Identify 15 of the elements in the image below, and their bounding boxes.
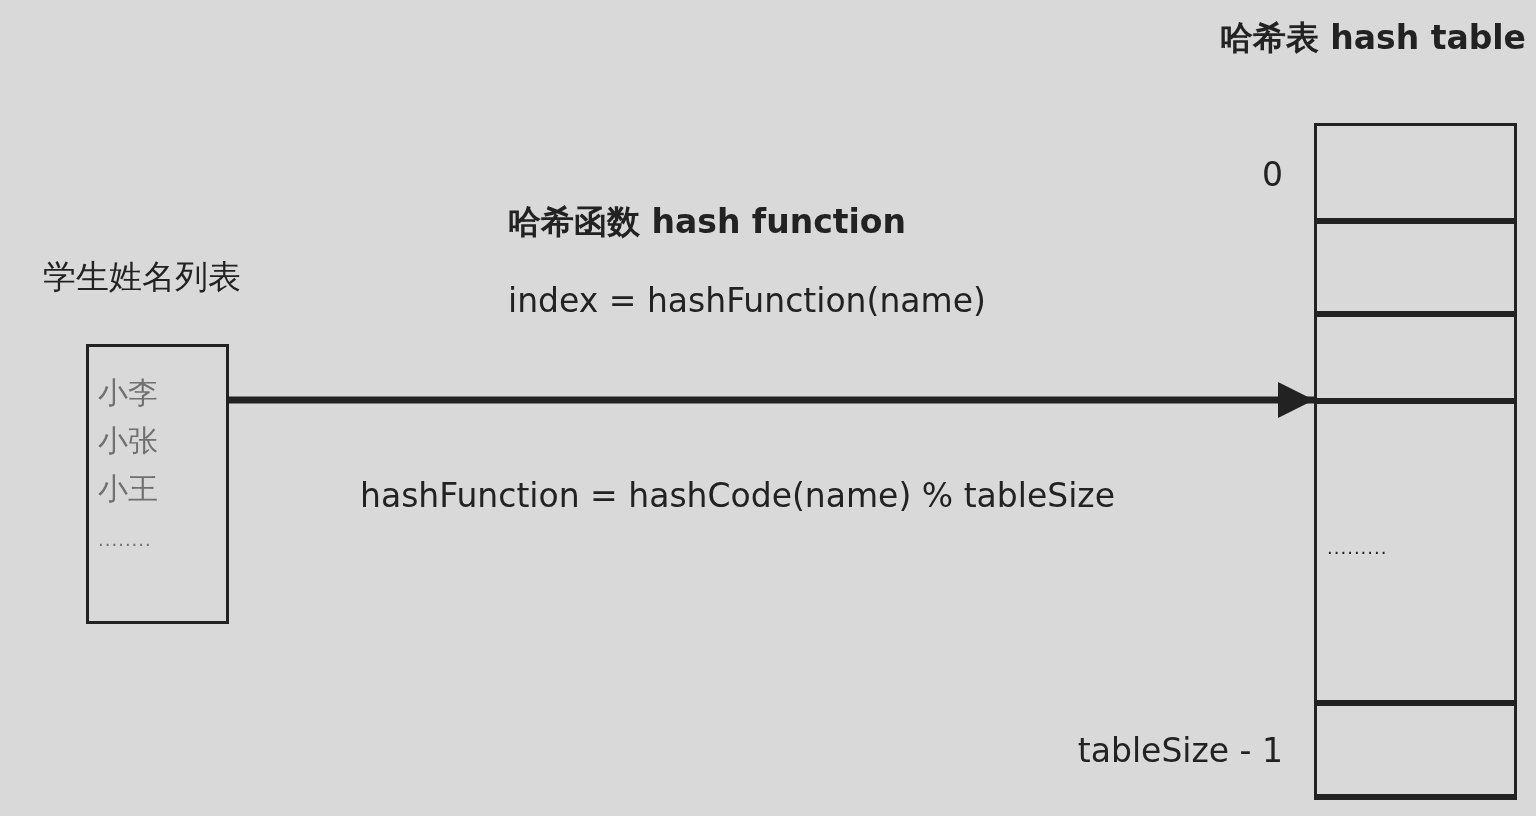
heading: 哈希表 hash table <box>1219 17 1526 59</box>
table-slot <box>1314 311 1517 404</box>
table-slot <box>1314 398 1517 706</box>
index-label: 0 <box>1262 154 1283 193</box>
list-item: 小王 <box>98 470 158 508</box>
list-item: ........ <box>98 529 152 550</box>
ellipsis-text: ......... <box>1327 537 1388 559</box>
index-label: tableSize - 1 <box>1077 730 1283 770</box>
list-item: 小李 <box>98 374 158 412</box>
formula-text: index = hashFunction(name) <box>508 281 986 320</box>
list-item: 小张 <box>98 422 158 460</box>
table-slot <box>1314 218 1517 317</box>
formula-text: hashFunction = hashCode(name) % tableSize <box>360 476 1115 515</box>
heading: 学生姓名列表 <box>43 256 241 298</box>
section-title: 哈希函数 hash function <box>508 201 907 243</box>
